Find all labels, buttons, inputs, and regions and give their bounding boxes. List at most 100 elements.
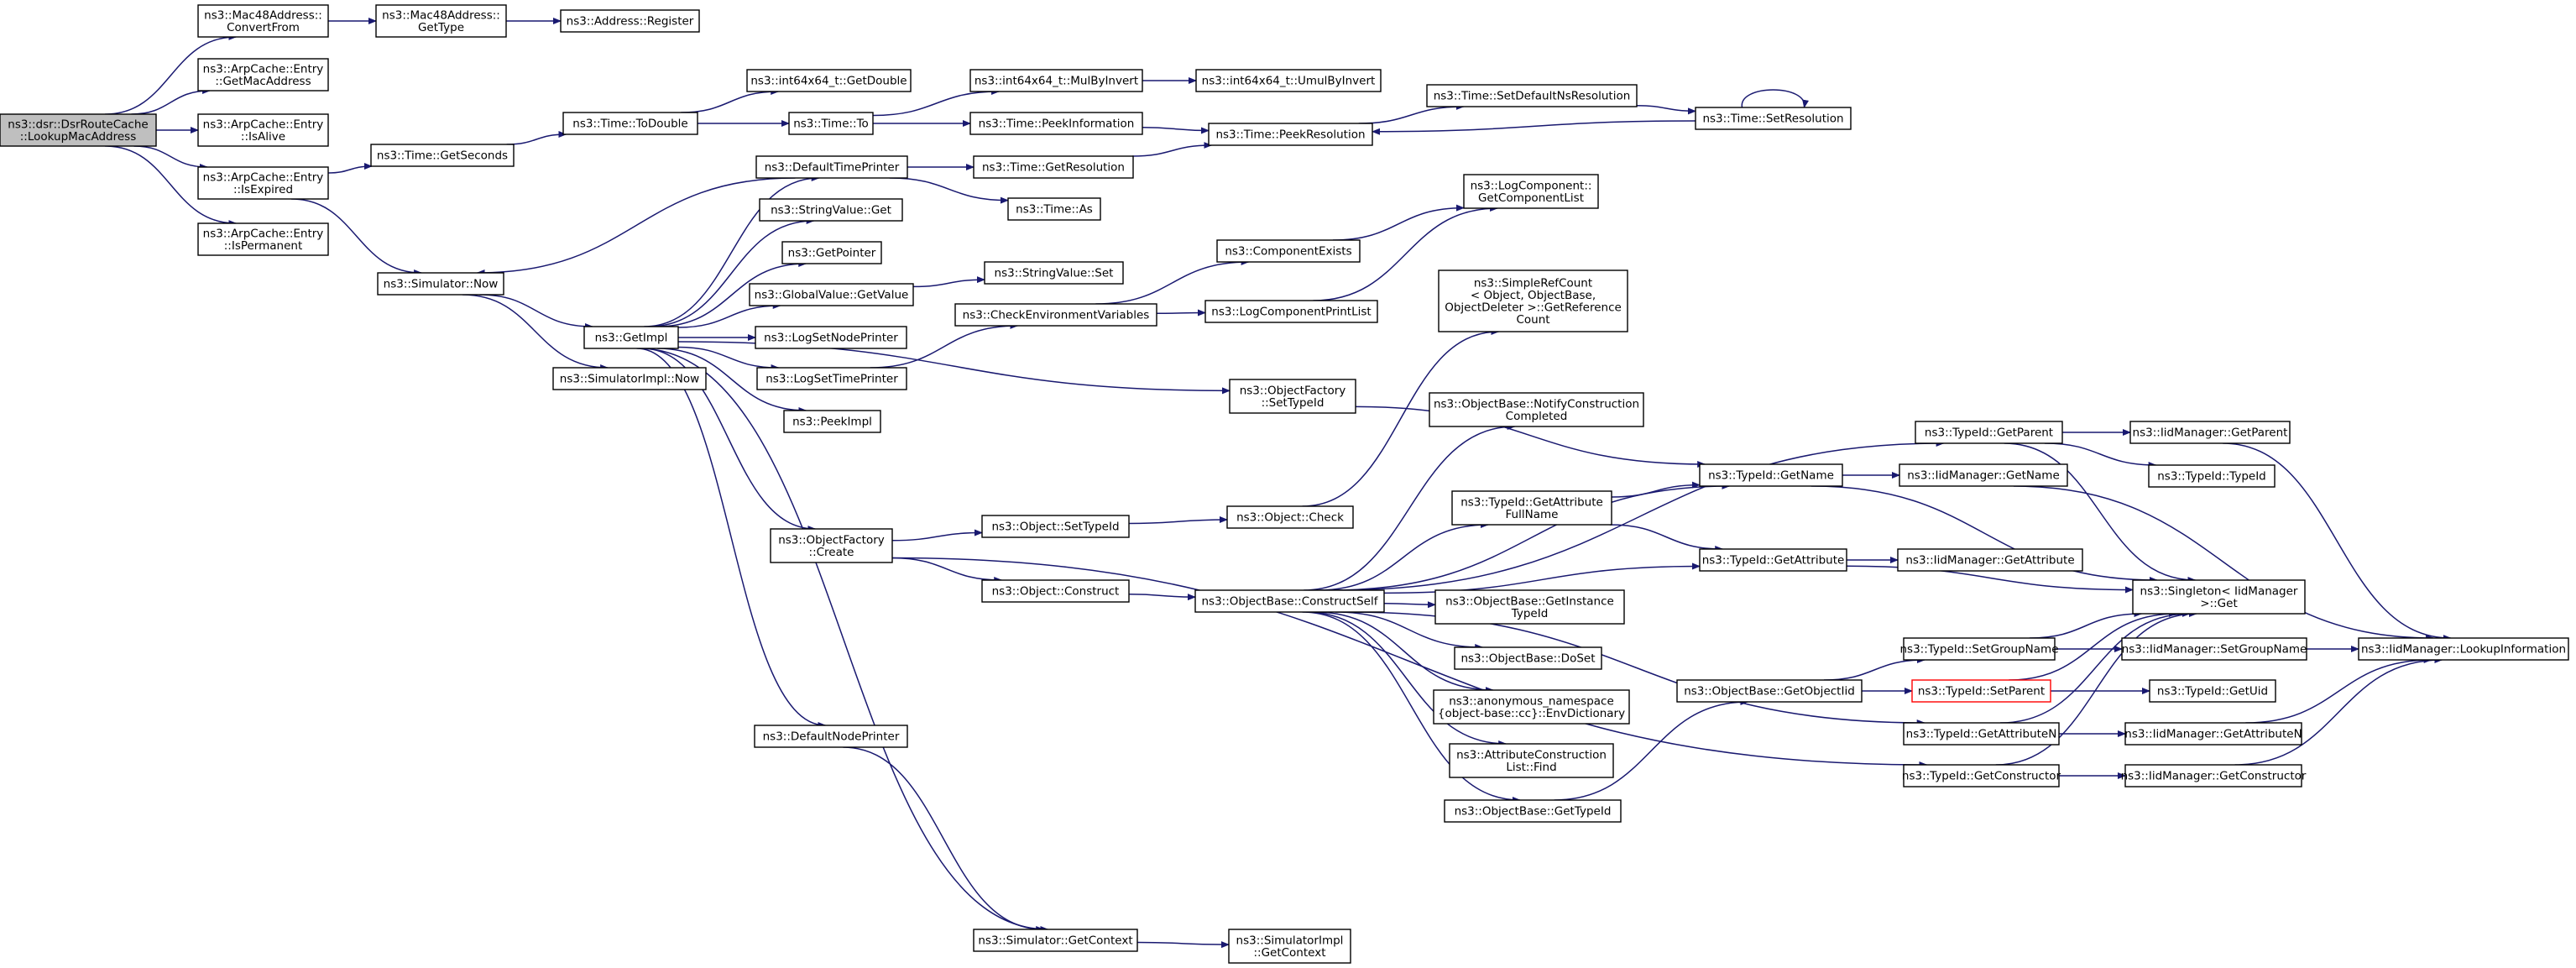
function-node-simImplGetContext[interactable]: ns3::SimulatorImpl::GetContext (1228, 929, 1351, 964)
function-node-checkEnvVars[interactable]: ns3::CheckEnvironmentVariables (954, 303, 1157, 327)
function-node-box (1911, 679, 2051, 703)
function-node-typeIdGetName[interactable]: ns3::TypeId::GetName (1699, 463, 1843, 487)
function-node-label: ns3::IidManager::GetAttributeN (2124, 728, 2302, 741)
call-edge (2044, 442, 2157, 468)
call-edge (462, 294, 609, 371)
function-node-objSetTypeId[interactable]: ns3::Object::SetTypeId (981, 515, 1130, 538)
function-node-box (197, 4, 329, 38)
function-node-label: ns3::ObjectBase::GetObjectIid (1684, 685, 1855, 699)
function-node-label: ns3::ObjectBase::GetTypeId (1455, 805, 1612, 819)
function-node-objBaseConstructSelf[interactable]: ns3::ObjectBase::ConstructSelf (1194, 589, 1385, 613)
function-node-root[interactable]: ns3::dsr::DsrRouteCache::LookupMacAddres… (0, 113, 157, 147)
function-node-simImplNow[interactable]: ns3::SimulatorImpl::Now (552, 367, 707, 390)
function-node-logSetTimePrinter[interactable]: ns3::LogSetTimePrinter (756, 367, 907, 390)
function-node-box (2124, 764, 2302, 787)
function-node-simGetContext[interactable]: ns3::Simulator::GetContext (973, 929, 1138, 952)
function-node-globalValueGetValue[interactable]: ns3::GlobalValue::GetValue (749, 283, 914, 306)
function-node-timeSetDefaultNs[interactable]: ns3::Time::SetDefaultNsResolution (1426, 84, 1638, 107)
call-edge-path (1302, 611, 1521, 803)
function-node-box (1438, 269, 1628, 332)
function-node-typeIdGetAttributeN[interactable]: ns3::TypeId::GetAttributeN (1903, 722, 2060, 746)
function-node-macGetType[interactable]: ns3::Mac48Address::GetType (375, 4, 507, 38)
function-node-box (1903, 637, 2056, 661)
function-node-iidGetParent[interactable]: ns3::IidManager::GetParent (2129, 421, 2291, 444)
function-node-label: ConvertFrom (227, 21, 300, 34)
function-node-logComponentPrintList[interactable]: ns3::LogComponentPrintList (1204, 300, 1378, 323)
call-edge (1846, 565, 2134, 594)
call-edge-path (1332, 204, 1465, 241)
function-node-box (973, 155, 1134, 179)
function-node-objBaseDoSet[interactable]: ns3::ObjectBase::DoSet (1454, 646, 1602, 670)
function-node-logGetComponentList[interactable]: ns3::LogComponent::GetComponentList (1463, 174, 1599, 209)
function-node-label: Count (1516, 313, 1549, 327)
function-node-timeSetResolution[interactable]: ns3::Time::SetResolution (1695, 107, 1852, 130)
function-node-typeIdTypeId[interactable]: ns3::TypeId::TypeId (2148, 464, 2276, 488)
function-node-simNow[interactable]: ns3::Simulator::Now (377, 272, 504, 296)
function-node-label: ns3::ObjectBase::GetInstance (1445, 594, 1614, 608)
function-node-objBaseGetTypeId[interactable]: ns3::ObjectBase::GetTypeId (1444, 799, 1622, 823)
function-node-typeIdSetParent[interactable]: ns3::TypeId::SetParent (1911, 679, 2051, 703)
function-node-box (552, 367, 707, 390)
function-node-timePeekInformation[interactable]: ns3::Time::PeekInformation (969, 112, 1143, 135)
function-node-iidSetGroupName[interactable]: ns3::IidManager::SetGroupName (2121, 637, 2307, 661)
function-node-arpIsExpired[interactable]: ns3::ArpCache::Entry::IsExpired (197, 166, 329, 200)
function-node-stringValueSet[interactable]: ns3::StringValue::Set (984, 261, 1124, 285)
function-node-typeIdGetUid[interactable]: ns3::TypeId::GetUid (2149, 679, 2276, 703)
function-node-box (375, 4, 507, 38)
function-node-arpGetMac[interactable]: ns3::ArpCache::Entry::GetMacAddress (197, 58, 329, 92)
function-node-box (1429, 392, 1644, 427)
function-node-simpleRefCount[interactable]: ns3::SimpleRefCount< Object, ObjectBase,… (1438, 269, 1628, 332)
function-node-arpIsAlive[interactable]: ns3::ArpCache::Entry::IsAlive (197, 113, 329, 147)
function-node-box (1434, 589, 1625, 625)
function-node-singletonGet[interactable]: ns3::Singleton< IidManager>::Get (2132, 579, 2306, 615)
call-edge-path (648, 217, 815, 327)
function-node-addrRegister[interactable]: ns3::Address::Register (560, 9, 700, 33)
function-node-iidGetAttribute[interactable]: ns3::IidManager::GetAttribute (1897, 548, 2083, 572)
function-node-anonEnvDictionary[interactable]: ns3::anonymous_namespace{object-base::cc… (1433, 689, 1630, 725)
call-edge-path (1335, 440, 1945, 591)
call-edge (105, 34, 238, 115)
function-node-iidGetName[interactable]: ns3::IidManager::GetName (1899, 463, 2068, 487)
call-edge-path (1136, 941, 1230, 949)
function-node-timeGetSeconds[interactable]: ns3::Time::GetSeconds (370, 144, 515, 167)
function-node-intUmulByInvert[interactable]: ns3::int64x64_t::UmulByInvert (1195, 69, 1382, 92)
function-node-timePeekResolution[interactable]: ns3::Time::PeekResolution (1208, 123, 1373, 146)
function-node-componentExists[interactable]: ns3::ComponentExists (1216, 239, 1361, 263)
function-node-typeIdSetGroupName[interactable]: ns3::TypeId::SetGroupName (1899, 637, 2059, 661)
function-node-objFactoryCreate[interactable]: ns3::ObjectFactory::Create (770, 528, 893, 563)
function-nodes: ns3::dsr::DsrRouteCache::LookupMacAddres… (0, 4, 2569, 964)
function-node-macConvert[interactable]: ns3::Mac48Address::ConvertFrom (197, 4, 329, 38)
function-node-defaultTimePrinter[interactable]: ns3::DefaultTimePrinter (755, 155, 908, 179)
function-node-arpIsPermanent[interactable]: ns3::ArpCache::Entry::IsPermanent (197, 222, 329, 256)
function-node-box (1903, 764, 2060, 787)
function-node-iidGetAttributeN[interactable]: ns3::IidManager::GetAttributeN (2124, 722, 2302, 746)
call-edge (681, 88, 780, 113)
function-node-defaultNodePrinter[interactable]: ns3::DefaultNodePrinter (754, 725, 908, 748)
function-node-getImpl[interactable]: ns3::GetImpl (583, 326, 679, 349)
function-node-box (1699, 548, 1847, 572)
function-node-timeTo[interactable]: ns3::Time::To (788, 112, 874, 135)
function-node-objConstruct[interactable]: ns3::Object::Construct (981, 579, 1130, 603)
call-edge-path (131, 87, 212, 115)
function-node-iidLookupInformation[interactable]: ns3::IidManager::LookupInformation (2358, 637, 2569, 661)
function-node-intMulByInvert[interactable]: ns3::int64x64_t::MulByInvert (969, 69, 1143, 92)
function-node-objCheck[interactable]: ns3::Object::Check (1226, 505, 1354, 529)
function-node-intGetDouble[interactable]: ns3::int64x64_t::GetDouble (746, 69, 912, 92)
function-node-timeGetResolution[interactable]: ns3::Time::GetResolution (973, 155, 1134, 179)
function-node-objBaseNotify[interactable]: ns3::ObjectBase::NotifyConstructionCompl… (1429, 392, 1644, 427)
function-node-objFactorySetTypeId[interactable]: ns3::ObjectFactory::SetTypeId (1229, 379, 1356, 414)
function-node-typeIdGetAttribute[interactable]: ns3::TypeId::GetAttribute (1699, 548, 1847, 572)
function-node-typeIdGetConstructor[interactable]: ns3::TypeId::GetConstructor (1902, 764, 2061, 787)
function-node-objBaseGetObjectIid[interactable]: ns3::ObjectBase::GetObjectIid (1676, 679, 1863, 703)
function-node-getPointer[interactable]: ns3::GetPointer (781, 241, 882, 264)
function-node-timeToDouble[interactable]: ns3::Time::ToDouble (562, 112, 698, 135)
function-node-peekImpl[interactable]: ns3::PeekImpl (783, 410, 881, 433)
function-node-timeAs[interactable]: ns3::Time::As (1007, 197, 1101, 221)
function-node-stringValueGet[interactable]: ns3::StringValue::Get (759, 198, 903, 222)
function-node-typeIdGetParent[interactable]: ns3::TypeId::GetParent (1915, 421, 2063, 444)
function-node-iidGetConstructor[interactable]: ns3::IidManager::GetConstructor (2121, 764, 2307, 787)
function-node-logSetNodePrinter[interactable]: ns3::LogSetNodePrinter (755, 326, 907, 349)
